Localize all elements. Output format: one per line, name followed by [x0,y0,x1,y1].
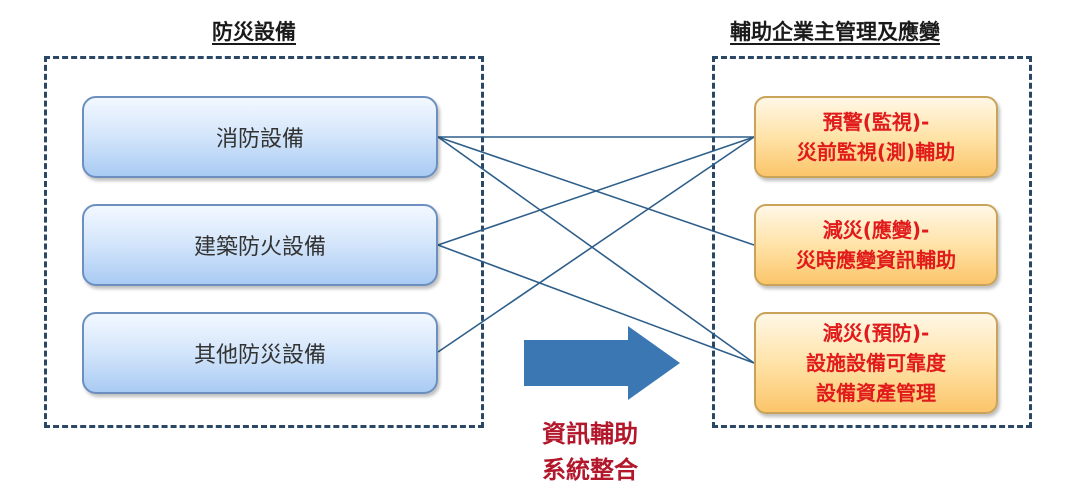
connector-line [437,244,755,364]
target-box-line: 預警(監視)- [822,110,930,134]
right-group-title: 輔助企業主管理及應變 [730,20,940,44]
source-box-fire-protection: 消防設備 [82,96,438,178]
target-box-line: 減災(應變)- [822,218,930,242]
target-box-line: 設施設備可靠度 [806,351,946,375]
integration-label-line: 資訊輔助 [542,420,638,448]
target-box-line: 減災(預防)- [822,321,930,345]
source-box-other-disaster-prevention: 其他防災設備 [82,312,438,394]
target-box-early-warning: 預警(監視)- 災前監視(測)輔助 [754,96,998,178]
target-box-line: 設備資產管理 [816,381,936,405]
target-box-line: 災時應變資訊輔助 [796,248,956,272]
target-box-line: 災前監視(測)輔助 [796,140,956,164]
target-box-response: 減災(應變)- 災時應變資訊輔助 [754,204,998,286]
target-box-prevention: 減災(預防)- 設施設備可靠度 設備資產管理 [754,312,998,414]
left-group-title: 防災設備 [212,20,296,44]
integration-label-line: 系統整合 [542,456,638,484]
left-group-frame [44,56,484,428]
connector-line [437,136,755,364]
integration-arrow-icon [524,326,680,400]
source-box-building-fire-prevention: 建築防火設備 [82,204,438,286]
connector-line [437,136,755,246]
right-group-frame [712,56,1032,428]
connector-line [437,136,755,353]
